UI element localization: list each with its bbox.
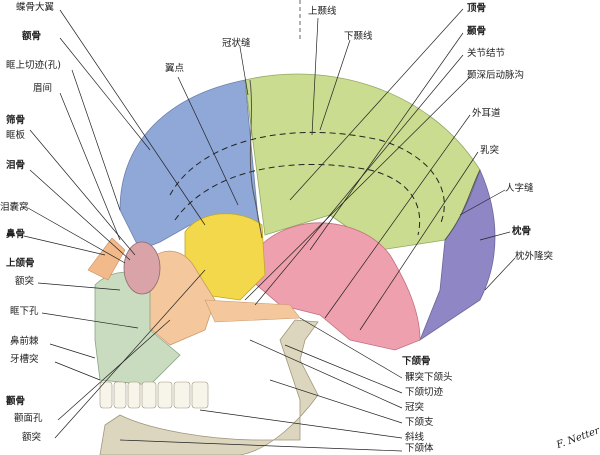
label-external-occipital-protuberance: 枕外隆突 <box>515 251 554 262</box>
label-occipital-bone: 枕骨 <box>512 226 532 237</box>
label-lacrimal-fossa: 泪囊窝 <box>0 202 29 213</box>
parietal-bone-region <box>244 73 481 251</box>
label-condylar-process-head: 髁突下颌头 <box>405 372 453 383</box>
orbit <box>123 241 161 295</box>
label-lambdoid-suture: 人字缝 <box>505 183 534 194</box>
label-frontal-process: 额突 <box>15 276 35 287</box>
superior-temporal-line <box>169 131 445 226</box>
label-supraorbital-notch: 眶上切迹(孔) <box>6 60 61 71</box>
teeth <box>99 381 209 409</box>
sphenoid-bone-region <box>184 213 266 301</box>
label-coronoid-process: 冠突 <box>405 402 425 413</box>
label-orbital-plate: 眶板 <box>6 130 26 141</box>
temporal-bone-region <box>244 222 421 351</box>
occipital-bone-region <box>419 168 496 342</box>
label-mandibular-notch: 下颌切迹 <box>405 387 444 398</box>
nasal-bone-region <box>87 237 126 281</box>
label-anterior-nasal-spine: 鼻前棘 <box>10 336 39 347</box>
label-glabella: 眉间 <box>33 83 53 94</box>
label-articular-tubercle: 关节结节 <box>467 48 506 59</box>
label-superior-temporal-line: 上颞线 <box>308 6 337 17</box>
inferior-temporal-line <box>174 163 421 236</box>
label-ramus: 下颌支 <box>405 417 434 428</box>
coronal-suture <box>249 79 263 239</box>
label-infraorbital-foramen: 眶下孔 <box>10 306 39 317</box>
lambdoid-suture <box>444 169 481 241</box>
label-lacrimal-bone: 泪骨 <box>6 160 26 171</box>
label-coronal-suture: 冠状缝 <box>222 38 251 49</box>
label-nasal-bone: 鼻骨 <box>6 229 26 240</box>
label-ethmoid-bone: 筛骨 <box>6 115 26 126</box>
label-alveolar-process: 牙槽突 <box>10 354 39 365</box>
label-oblique-line: 斜线 <box>405 432 425 443</box>
label-groove-middle-temporal-artery: 颞深后动脉沟 <box>467 70 525 81</box>
label-frontal-bone: 额骨 <box>22 31 42 42</box>
label-temporal-bone: 颞骨 <box>467 26 487 37</box>
label-mandible: 下颌骨 <box>402 356 431 367</box>
label-mandible-body: 下颌体 <box>405 443 434 454</box>
label-mastoid-process: 乳突 <box>480 145 500 156</box>
leader-lines <box>23 0 516 452</box>
label-zygomatic-bone: 颧骨 <box>6 396 26 407</box>
label-sphenoid-greater-wing: 蝶骨大翼 <box>16 2 55 13</box>
label-zygomatic-frontal-process: 额突 <box>22 432 42 443</box>
label-parietal-bone: 顶骨 <box>467 3 487 14</box>
label-maxilla: 上颌骨 <box>6 258 35 269</box>
mandible-region <box>99 319 319 455</box>
label-external-acoustic-meatus: 外耳道 <box>472 108 501 119</box>
label-zygomaticofacial-foramen: 颧面孔 <box>14 413 43 424</box>
label-inferior-temporal-line: 下颞线 <box>344 31 373 42</box>
label-pterion: 翼点 <box>165 63 185 74</box>
